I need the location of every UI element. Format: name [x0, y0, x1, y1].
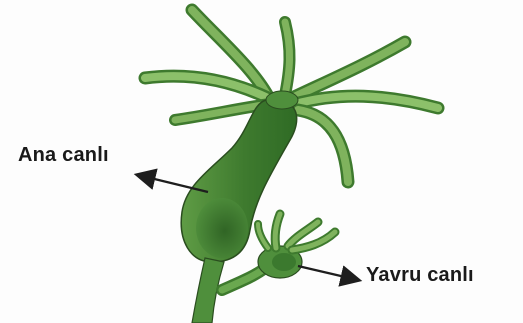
bud-arrow [298, 266, 358, 280]
parent-label: Ana canlı [18, 144, 109, 167]
bud-label: Yavru canlı [366, 264, 474, 287]
